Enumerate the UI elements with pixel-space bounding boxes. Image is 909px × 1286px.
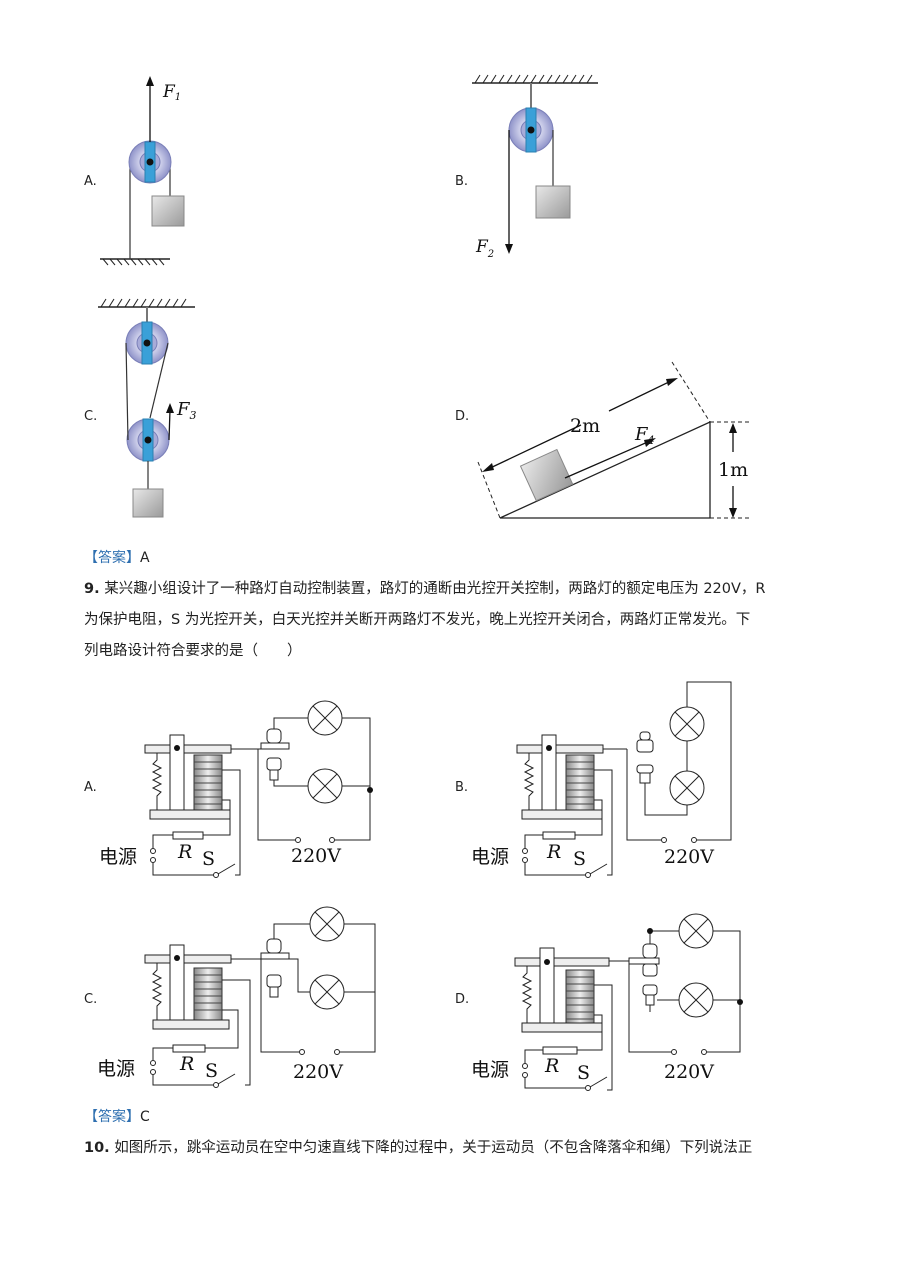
- svg-text:R: R: [546, 841, 561, 863]
- length-2m-label: 2m: [570, 415, 600, 437]
- answer-8: 【答案】A: [84, 547, 150, 567]
- circuit-option-a-label: A.: [84, 780, 97, 795]
- question-line-3: 列电路设计符合要求的是（ ）: [84, 643, 302, 659]
- svg-text:R: R: [179, 1053, 194, 1075]
- svg-text:电源: 电源: [97, 1058, 135, 1080]
- force-f2-label: F2: [475, 237, 494, 260]
- question-10: 10. 如图所示，跳伞运动员在空中匀速直线下降的过程中，关于运动员（不包含降落伞…: [84, 1133, 824, 1164]
- force-f1-label: F1: [162, 82, 181, 103]
- svg-text:R: R: [177, 841, 192, 863]
- pulley-diagram-a: F1: [100, 76, 185, 266]
- circuit-option-d-label: D.: [455, 992, 470, 1007]
- option-b-label: B.: [455, 174, 469, 189]
- svg-text:电源: 电源: [471, 846, 509, 868]
- answer-tag: 【答案】: [84, 1109, 140, 1125]
- question-text: 如图所示，跳伞运动员在空中匀速直线下降的过程中，关于运动员（不包含降落伞和绳）下…: [114, 1140, 753, 1156]
- question-9: 9. 某兴趣小组设计了一种路灯自动控制装置，路灯的通断由光控开关控制，两路灯的额…: [84, 574, 824, 667]
- svg-text:S: S: [573, 848, 586, 870]
- circuit-diagram-d: 电源 R S 220V: [471, 913, 743, 1091]
- answer-value: C: [140, 1109, 150, 1125]
- incline-diagram-d: 2m F4 1m: [477, 361, 752, 519]
- svg-text:S: S: [577, 1062, 590, 1084]
- svg-text:220V: 220V: [664, 1061, 714, 1083]
- option-a-label: A.: [84, 174, 97, 189]
- circuit-diagram-c: 电源 R S 220V: [97, 906, 376, 1088]
- circuit-option-c-label: C.: [84, 992, 98, 1007]
- circuit-option-b-label: B.: [455, 780, 469, 795]
- svg-text:电源: 电源: [471, 1059, 509, 1081]
- pulley-diagram-b: F2: [472, 74, 598, 260]
- svg-text:电源: 电源: [99, 846, 137, 868]
- force-f4-label: F4: [634, 424, 655, 447]
- answer-tag: 【答案】: [84, 550, 140, 566]
- circuit-diagram-a: 电源 R S 220V: [99, 700, 373, 878]
- option-c-label: C.: [84, 409, 98, 424]
- question-line-2: 为保护电阻，S 为光控开关，白天光控并关断开两路灯不发光，晚上光控开关闭合，两路…: [84, 612, 751, 628]
- svg-text:S: S: [205, 1060, 218, 1082]
- svg-text:R: R: [544, 1055, 559, 1077]
- svg-text:220V: 220V: [664, 846, 714, 868]
- svg-text:220V: 220V: [291, 845, 341, 867]
- circuit-diagram-b: 电源 R S 220V: [471, 681, 732, 878]
- height-1m-label: 1m: [718, 459, 748, 481]
- svg-text:S: S: [202, 848, 215, 870]
- svg-text:220V: 220V: [293, 1061, 343, 1083]
- option-d-label: D.: [455, 409, 470, 424]
- pulley-diagram-c: F3: [98, 298, 197, 518]
- answer-9: 【答案】C: [84, 1106, 150, 1126]
- force-f3-label: F3: [176, 399, 197, 422]
- answer-value: A: [140, 550, 150, 566]
- question-number: 10.: [84, 1140, 110, 1156]
- question-line-1: 某兴趣小组设计了一种路灯自动控制装置，路灯的通断由光控开关控制，两路灯的额定电压…: [104, 581, 766, 597]
- question-number: 9.: [84, 581, 100, 597]
